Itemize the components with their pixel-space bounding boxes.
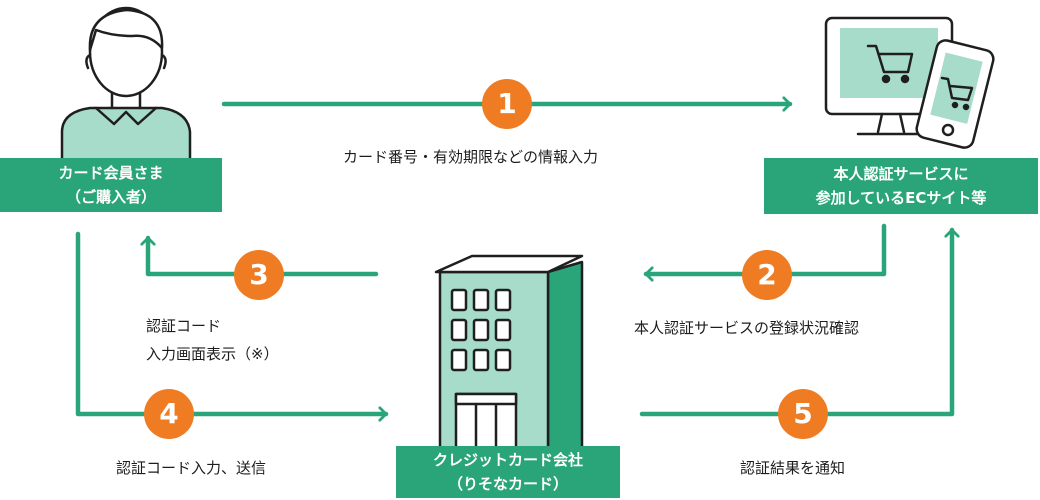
arrow-step-4 [75, 231, 389, 414]
step-1-label-line-1: カード番号・有効期限などの情報入力 [343, 148, 599, 166]
step-2-label: 本人認証サービスの登録状況確認 [634, 314, 859, 342]
arrow-step-2 [643, 223, 887, 274]
step-4-label: 認証コード入力、送信 [116, 454, 266, 482]
arrow-step-5 [639, 227, 952, 417]
office-building-icon [434, 254, 584, 450]
member-box-line-1: カード会員さま [58, 164, 164, 182]
ec-site-box-line-2: 参加しているECサイト等 [815, 189, 987, 207]
card-company-box-line-2: （りそなカード） [447, 475, 568, 493]
arrow-step-3 [148, 235, 379, 277]
step-3-label-line-2: 入力画面表示（※） [146, 345, 279, 363]
member-box: カード会員さま （ご購入者） [0, 158, 222, 212]
step-3-badge: 3 [234, 250, 284, 300]
ec-site-box-line-1: 本人認証サービスに [833, 165, 969, 183]
computer-and-smartphone-shopping-cart-icon [824, 16, 995, 149]
step-5-badge: 5 [778, 389, 828, 439]
card-company-box-line-1: クレジットカード会社 [432, 451, 583, 469]
member-box-line-2: （ご購入者） [65, 188, 156, 206]
step-4-badge: 4 [144, 389, 194, 439]
step-4-label-line-1: 認証コード入力、送信 [116, 459, 267, 477]
step-5-label-line-1: 認証結果を通知 [740, 459, 846, 477]
step-2-label-line-1: 本人認証サービスの登録状況確認 [634, 319, 860, 337]
step-2-badge: 2 [742, 250, 792, 300]
step-1-badge: 1 [482, 79, 532, 129]
step-3-label-line-1: 認証コード [146, 317, 222, 335]
person-icon [60, 6, 192, 162]
step-1-label: カード番号・有効期限などの情報入力 [343, 143, 598, 171]
step-5-label: 認証結果を通知 [740, 454, 845, 482]
ec-site-box: 本人認証サービスに 参加しているECサイト等 [764, 158, 1038, 214]
step-3-label: 認証コード 入力画面表示（※） [146, 312, 279, 368]
card-company-box: クレジットカード会社 （りそなカード） [396, 446, 620, 498]
